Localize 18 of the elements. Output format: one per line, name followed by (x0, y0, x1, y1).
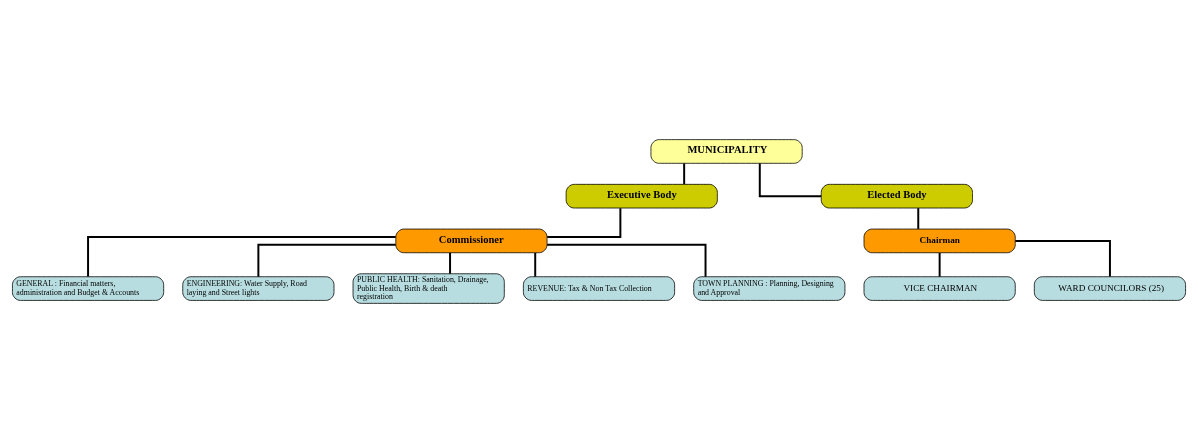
node-box: MUNICIPALITY (650, 139, 803, 164)
connector (917, 207, 920, 230)
node-box: Elected Body (820, 183, 973, 209)
connector (257, 243, 397, 278)
node-box: WARD COUNCILORS (25) (1033, 276, 1186, 301)
connector (758, 162, 823, 198)
node-box: Commissioner (395, 228, 548, 254)
node-box: VICE CHAIRMAN (863, 276, 1016, 301)
node-box: Chairman (863, 228, 1016, 254)
connector (938, 251, 941, 278)
connector (87, 235, 397, 278)
connector (1014, 239, 1111, 278)
connector (546, 207, 622, 238)
node-box: Executive Body (565, 183, 718, 209)
connector (449, 251, 452, 275)
connector (683, 162, 686, 186)
connector (534, 251, 537, 278)
connector (546, 243, 707, 278)
